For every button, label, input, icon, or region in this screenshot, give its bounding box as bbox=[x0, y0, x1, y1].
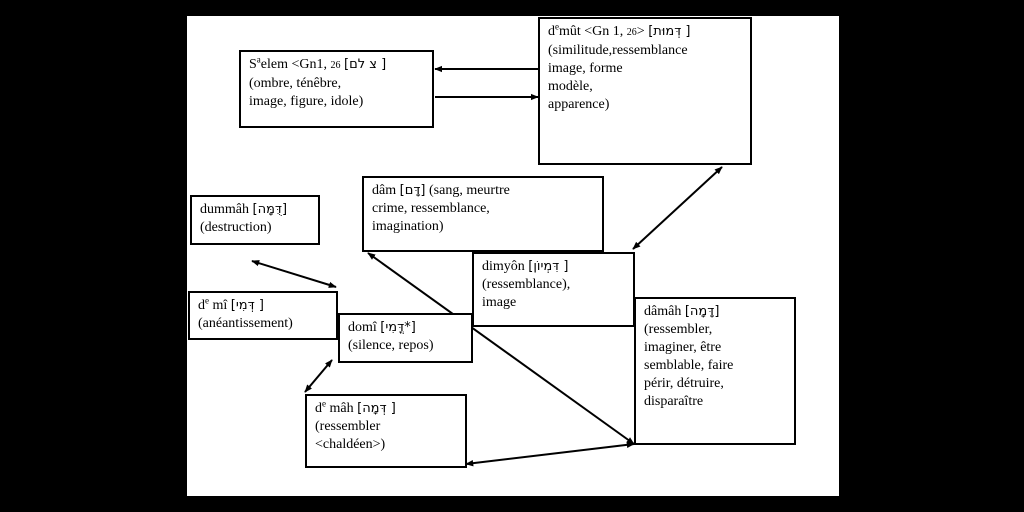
node-demah-head: de mâh [דְּמָה ] bbox=[315, 398, 457, 418]
node-dama-head-a: dâmâh bbox=[644, 304, 685, 319]
arrow-layer bbox=[251, 65, 723, 467]
node-demut-line-1: (similitude,ressemblance bbox=[548, 43, 688, 58]
node-domi-head: domî [דֳּמִי*] bbox=[348, 319, 463, 337]
node-selem: Saelem <Gn1, 26 [צ לם ] (ombre, ténêbre,… bbox=[239, 50, 434, 128]
node-dimyon: dimyôn [דִּמְיוֹן ] (ressemblance), imag… bbox=[472, 252, 635, 327]
node-demut-head-ref: 26 bbox=[626, 27, 637, 38]
node-dama-line-4: périr, détruire, bbox=[644, 376, 724, 391]
node-demut-head-hebrew: [דְּמוּת ] bbox=[648, 24, 691, 39]
node-dama-head-hebrew: [דָּמָה] bbox=[684, 304, 720, 319]
node-demah-line-1: (ressembler bbox=[315, 419, 381, 434]
node-dumma-head: dummâh [דֻּמָּה] bbox=[200, 201, 310, 219]
node-selem-head-hebrew: [צ לם ] bbox=[344, 57, 387, 72]
node-demi-line-1: (anéantissement) bbox=[198, 316, 293, 331]
node-demi-head-a: d bbox=[198, 298, 205, 313]
node-dam-line-1: crime, ressemblance, bbox=[372, 201, 490, 216]
node-demah-line-2: <chaldéen>) bbox=[315, 437, 386, 452]
node-demi-head-hebrew: [דְּמִי ] bbox=[230, 298, 264, 313]
node-selem-head-a: S bbox=[249, 57, 257, 72]
node-demut-line-2: image, forme bbox=[548, 61, 623, 76]
node-domi-line-1: (silence, repos) bbox=[348, 338, 434, 353]
arrow-demah-dama bbox=[465, 441, 635, 467]
node-dama-line-5: disparaître bbox=[644, 394, 704, 409]
node-selem-head-sup: a bbox=[256, 54, 261, 65]
node-dumma-head-a: dummâh bbox=[200, 202, 253, 217]
node-dimyon-line-1: (ressemblance), bbox=[482, 277, 571, 292]
node-dama: dâmâh [דָּמָה] (ressembler, imaginer, êt… bbox=[634, 297, 796, 445]
node-demah: de mâh [דְּמָה ] (ressembler <chaldéen>) bbox=[305, 394, 467, 468]
node-demut-head: demût <Gn 1, 26> [דְּמוּת ] bbox=[548, 21, 742, 42]
node-demut-line-3: modèle, bbox=[548, 79, 593, 94]
node-dam-line-2: imagination) bbox=[372, 219, 444, 234]
node-dumma-head-hebrew: [דֻּמָּה] bbox=[252, 202, 288, 217]
node-dama-line-1: (ressembler, bbox=[644, 322, 713, 337]
node-demi-head-b: mî bbox=[209, 298, 231, 313]
node-selem-head-ref: 26 bbox=[330, 60, 341, 71]
node-dama-head: dâmâh [דָּמָה] bbox=[644, 303, 786, 321]
arrow-domi-demah bbox=[304, 359, 333, 393]
node-domi: domî [דֳּמִי*] (silence, repos) bbox=[338, 313, 473, 363]
arrow-demut-dimyon bbox=[632, 166, 723, 250]
node-dimyon-head-a: dimyôn bbox=[482, 259, 529, 274]
node-demut-head-sup: e bbox=[555, 21, 559, 32]
node-demi: de mî [דְּמִי ] (anéantissement) bbox=[188, 291, 338, 340]
node-dumma: dummâh [דֻּמָּה] (destruction) bbox=[190, 195, 320, 245]
node-dimyon-line-2: image bbox=[482, 295, 517, 310]
node-dumma-line-1: (destruction) bbox=[200, 220, 272, 235]
arrow-dam-dama bbox=[367, 252, 635, 445]
node-demut: demût <Gn 1, 26> [דְּמוּת ] (similitude,… bbox=[538, 17, 752, 165]
node-selem-line-2: image, figure, idole) bbox=[249, 94, 364, 109]
node-demut-head-b: mût <Gn 1, bbox=[559, 24, 627, 39]
node-dam: dâm [דָּם] (sang, meurtre crime, ressemb… bbox=[362, 176, 604, 252]
node-dam-head-b: (sang, meurtre bbox=[425, 183, 510, 198]
node-demut-head-c: > bbox=[636, 24, 645, 39]
node-demah-head-a: d bbox=[315, 401, 322, 416]
node-demi-head-sup: e bbox=[205, 295, 209, 306]
node-demah-head-sup: e bbox=[322, 398, 326, 409]
node-selem-line-1: (ombre, ténêbre, bbox=[249, 76, 342, 91]
node-dimyon-head: dimyôn [דִּמְיוֹן ] bbox=[482, 258, 625, 276]
node-dam-head-a: dâm bbox=[372, 183, 400, 198]
node-demah-head-hebrew: [דְּמָה ] bbox=[357, 401, 396, 416]
node-dam-head: dâm [דָּם] (sang, meurtre bbox=[372, 182, 594, 200]
node-selem-head-b: elem <Gn1, bbox=[260, 57, 331, 72]
node-demah-head-b: mâh bbox=[326, 401, 358, 416]
node-demut-head-a: d bbox=[548, 24, 555, 39]
node-dama-line-3: semblable, faire bbox=[644, 358, 734, 373]
node-domi-head-hebrew: [דֳּמִי*] bbox=[380, 320, 416, 335]
diagram-canvas: Saelem <Gn1, 26 [צ לם ] (ombre, ténêbre,… bbox=[187, 16, 839, 496]
arrow-dumma-demi bbox=[251, 260, 337, 288]
node-domi-head-a: domî bbox=[348, 320, 381, 335]
node-dama-line-2: imaginer, être bbox=[644, 340, 722, 355]
node-dam-head-hebrew: [דָּם] bbox=[399, 183, 426, 198]
node-demut-line-4: apparence) bbox=[548, 97, 610, 112]
node-demi-head: de mî [דְּמִי ] bbox=[198, 295, 328, 315]
node-dimyon-head-hebrew: [דִּמְיוֹן ] bbox=[528, 259, 569, 274]
node-selem-head: Saelem <Gn1, 26 [צ לם ] bbox=[249, 54, 424, 75]
